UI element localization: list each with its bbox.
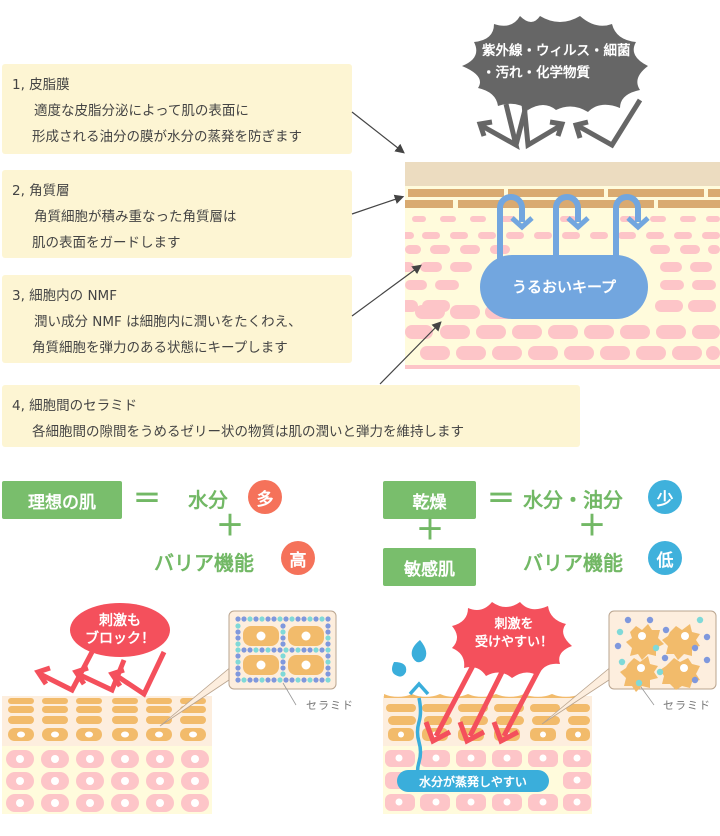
evaporate-pill: [397, 770, 549, 792]
dry-skin-box: 乾燥: [383, 481, 476, 519]
badge-few: 少: [648, 480, 682, 514]
note-heading: 3, 細胞内の NMF: [12, 288, 117, 304]
note-heading: 1, 皮脂膜: [12, 77, 70, 93]
skin-structure-illustration: [351, 16, 720, 385]
block-bubble-shape: [70, 603, 170, 657]
note-ceramide: 4, 細胞間のセラミド 各細胞間の隙間をうめるゼリー状の物質は肌の潤いと弾力を維…: [2, 385, 580, 447]
note-heading: 2, 角質層: [12, 183, 70, 199]
note-heading: 4, 細胞間のセラミド: [12, 398, 138, 414]
moisture-keep-pill: [480, 255, 648, 319]
note-stratum-corneum: 2, 角質層 角質細胞が積み重なった角質層は 肌の表面をガードします: [2, 170, 352, 258]
badge-high: 高: [281, 541, 315, 575]
box-plus-sign: ＋: [416, 513, 445, 546]
note-line: 各細胞間の隙間をうめるゼリー状の物質は肌の潤いと弾力を維持します: [32, 424, 464, 440]
ideal-skin-box: 理想の肌: [2, 481, 122, 519]
dry-barrier-label: バリア機能: [523, 551, 623, 575]
note-sebum: 1, 皮脂膜 適度な皮脂分泌によって肌の表面に 形成される油分の膜が水分の蒸発を…: [2, 64, 352, 154]
badge-low: 低: [648, 541, 682, 575]
sensitive-skin-box: 敏感肌: [383, 548, 476, 586]
block-bubble-text: 刺激も ブロック！: [70, 612, 170, 648]
dry-moisture-oil-label: 水分・油分: [523, 488, 623, 512]
note-nmf: 3, 細胞内の NMF 潤い成分 NMF は細胞内に潤いをたくわえ、 角質細胞を…: [2, 275, 352, 363]
sensitive-skin-label: 敏感肌: [404, 559, 455, 580]
ideal-skin-label: 理想の肌: [28, 492, 96, 513]
block-bubble-line-1: 刺激も: [99, 613, 141, 629]
alert-burst-text: 刺激を 受けやすい！: [464, 616, 564, 652]
threat-line-2: ・汚れ・化学物質: [482, 65, 590, 81]
ideal-moisture-label: 水分: [188, 488, 228, 512]
plus-sign: ＋: [578, 509, 607, 542]
note-line: 角質細胞が積み重なった角質層は: [34, 209, 237, 225]
alert-burst-line-1: 刺激を: [494, 617, 534, 632]
dry-skin-label: 乾燥: [412, 492, 447, 513]
badge-many: 多: [248, 480, 282, 514]
note-line: 潤い成分 NMF は細胞内に潤いをたくわえ、: [34, 314, 302, 330]
evaporate-label: 水分が蒸発しやすい: [419, 775, 527, 789]
threat-burst-text: 紫外線・ウィルス・細菌 ・汚れ・化学物質: [482, 40, 642, 84]
ceramide-label: セラミド: [306, 699, 354, 712]
equals-sign: ＝: [487, 482, 516, 515]
note-line: 適度な皮脂分泌によって肌の表面に: [34, 103, 249, 119]
equals-sign: ＝: [133, 482, 162, 515]
note-line: 形成される油分の膜が水分の蒸発を防ぎます: [32, 129, 302, 145]
threat-line-1: 紫外線・ウィルス・細菌: [482, 43, 631, 59]
alert-burst-shape: [452, 602, 572, 678]
ceramide-label: セラミド: [663, 699, 711, 712]
plus-sign: ＋: [216, 509, 245, 542]
note-line: 肌の表面をガードします: [32, 235, 181, 251]
threat-burst-shape: [462, 16, 648, 112]
moisture-keep-label: うるおいキープ: [511, 278, 617, 296]
block-bubble-line-2: ブロック！: [85, 631, 155, 647]
ideal-barrier-label: バリア機能: [154, 551, 254, 575]
note-line: 角質細胞を弾力のある状態にキープします: [32, 340, 288, 356]
alert-burst-line-2: 受けやすい！: [474, 635, 553, 650]
